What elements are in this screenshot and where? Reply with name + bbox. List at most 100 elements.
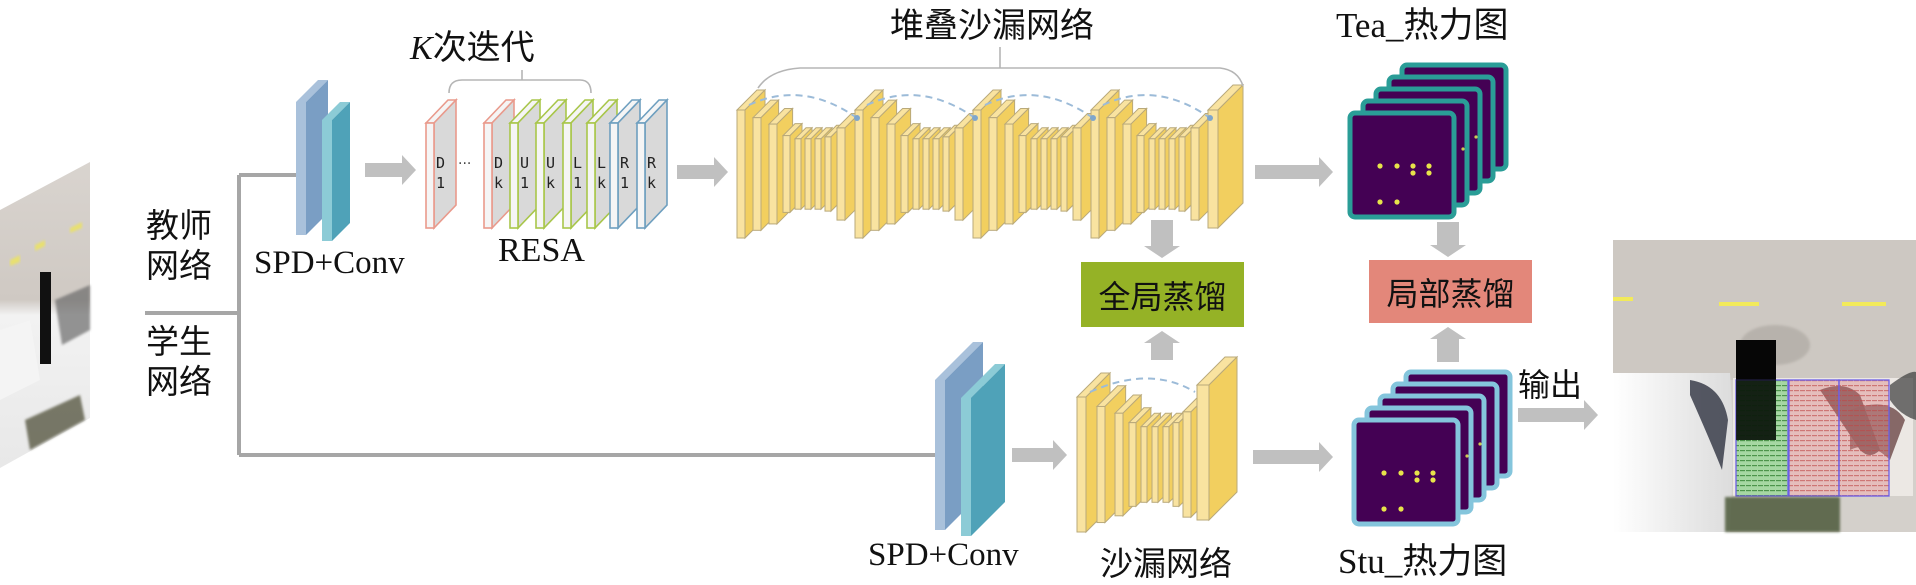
heatmap-hotspot [1426, 170, 1432, 176]
slab-front [1030, 138, 1038, 210]
slab-side [1208, 355, 1238, 522]
slab-front [1122, 123, 1132, 225]
slab-front [322, 120, 332, 241]
slice-front [636, 122, 646, 229]
student-heatmap-stack [1351, 369, 1513, 527]
heatmap-hotspot [1414, 470, 1420, 476]
heatmap-hotspot [1398, 506, 1404, 512]
slice-letter: U [520, 154, 529, 172]
slab-front [1172, 422, 1180, 507]
resa-slice-Uk: Uk [534, 98, 568, 230]
conv-layer [322, 102, 350, 241]
slab-front [1072, 127, 1082, 221]
slab-front [1136, 135, 1145, 213]
heatmap-hotspot [1426, 163, 1432, 169]
slab-front [1096, 405, 1106, 524]
slab-front [1018, 135, 1027, 213]
slab-front [1196, 384, 1210, 521]
branch-lines [145, 173, 936, 457]
slab-front [782, 135, 791, 213]
slab-top [935, 342, 983, 380]
skip-connection [984, 94, 1094, 119]
slab-front [1162, 426, 1170, 503]
heatmap-hotspot [1474, 135, 1478, 139]
arrow-hourglass-to-global [1144, 220, 1180, 258]
resa-slice-Dk: Dk [482, 98, 516, 230]
student-spd-conv-block [935, 342, 1005, 536]
teacher-network-label-line2: 网络 [146, 246, 212, 285]
slice-index: k [494, 174, 503, 192]
slab-front [1040, 138, 1048, 210]
slab-top [322, 102, 350, 120]
skip-node [972, 115, 978, 121]
teacher-spd-conv-label: SPD+Conv [254, 245, 405, 281]
slab-front [836, 127, 846, 221]
hourglass-final-layer [1206, 83, 1245, 230]
slice-index: 1 [520, 174, 529, 192]
slab-top [961, 364, 1005, 398]
slab-front [988, 117, 998, 231]
student-network-label: 学生 网络 [146, 322, 212, 402]
skip-connection [1089, 377, 1196, 393]
heatmap-hotspot [1430, 477, 1436, 483]
slab-front [1114, 412, 1124, 517]
slice-front [483, 122, 493, 229]
heatmap-hotspot [1461, 147, 1465, 151]
slab-front [296, 102, 306, 235]
slab-front [1076, 396, 1087, 533]
skip-node [1090, 115, 1096, 121]
flow-arrows [365, 155, 1598, 472]
ellipsis: ··· [458, 156, 471, 172]
resa-slice-Rk: Rk [635, 98, 669, 230]
arrow-spd-to-student-hourglass [1012, 440, 1067, 470]
stacked-hourglass-title: 堆叠沙漏网络 [890, 6, 1094, 46]
global-distillation-box: 全局蒸馏 [1081, 262, 1244, 327]
arrow-spd-to-resa [365, 155, 416, 185]
hourglass-label: 沙漏网络 [1100, 544, 1232, 583]
heatmap-hotspot [1381, 470, 1387, 476]
k-iterations-bracket [448, 70, 592, 94]
teacher-heatmap-stack [1347, 62, 1509, 220]
slice-front [609, 122, 619, 229]
heatmap-hotspot [1465, 454, 1469, 458]
slab-front [1050, 138, 1058, 210]
student-network-label-line2: 网络 [146, 362, 212, 401]
k-iterations-label: K次迭代 [410, 20, 535, 69]
slab-front [1128, 422, 1137, 507]
slab-front [1090, 109, 1100, 239]
slab-front [922, 138, 930, 210]
hourglass-final-layer [1195, 355, 1239, 522]
heatmap-card [1347, 110, 1457, 220]
slab-front [912, 138, 920, 210]
skip-node [1207, 115, 1213, 121]
heatmap-hotspot [1398, 470, 1404, 476]
stacked-hourglass-network [735, 83, 1245, 240]
slab-front [1060, 136, 1068, 212]
slice-index: k [647, 174, 656, 192]
slab-front [870, 117, 880, 231]
slice-front [425, 122, 435, 229]
slab-front [1148, 138, 1156, 210]
skip-node [854, 115, 860, 121]
slice-index: k [546, 174, 555, 192]
arrow-student-to-global [1144, 331, 1180, 360]
slab-front [972, 109, 982, 239]
output-label: 输出 [1518, 366, 1583, 404]
heatmap-hotspot [1430, 470, 1436, 476]
slab-front [1178, 136, 1186, 212]
slab-front [935, 380, 945, 530]
slab-side [1217, 83, 1244, 230]
heatmap-hotspot [1410, 170, 1416, 176]
teacher-network-label-line1: 教师 [146, 206, 212, 245]
skip-connection [1102, 94, 1211, 119]
input-image [0, 162, 90, 468]
slab-front [1190, 127, 1200, 221]
slab-front [932, 138, 940, 210]
slice-index: 1 [573, 174, 582, 192]
arrow-hourglass-to-tea-heatmap [1255, 157, 1333, 187]
slice-letter: U [546, 154, 555, 172]
heatmap-layer [1347, 110, 1457, 220]
